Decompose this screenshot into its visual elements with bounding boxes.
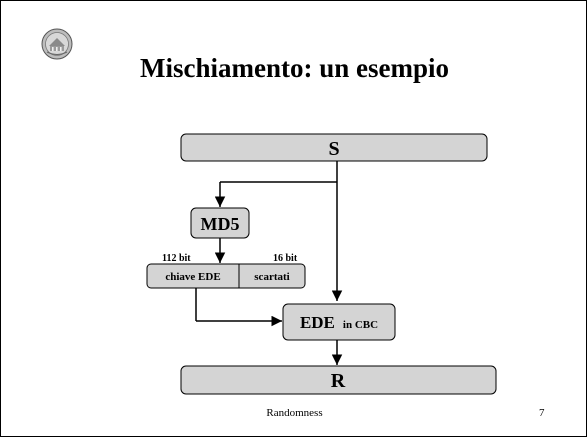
key-box-scartati: scartati bbox=[254, 271, 289, 283]
box-ede-label: EDE in CBC bbox=[300, 313, 378, 332]
page-number: 7 bbox=[539, 407, 545, 419]
slide-title: Mischiamento: un esempio bbox=[140, 53, 449, 83]
university-seal-icon bbox=[41, 28, 73, 60]
box-s-label: S bbox=[328, 138, 339, 160]
box-r: R bbox=[180, 365, 497, 395]
box-md5: MD5 bbox=[190, 207, 250, 239]
box-r-label: R bbox=[331, 370, 346, 392]
slide-footer: Randomness bbox=[266, 407, 323, 419]
label-112-bit: 112 bit bbox=[162, 253, 191, 264]
box-ede: EDE in CBC bbox=[282, 303, 396, 341]
connector-key-to-ede bbox=[195, 288, 282, 327]
box-ede-sub: in CBC bbox=[343, 319, 378, 331]
connector-s-to-md5 bbox=[214, 161, 338, 207]
key-box-chiave-ede: chiave EDE bbox=[165, 271, 220, 283]
box-ede-main: EDE bbox=[300, 313, 335, 332]
label-16-bit: 16 bit bbox=[273, 253, 298, 264]
box-md5-label: MD5 bbox=[201, 214, 240, 234]
box-s: S bbox=[180, 133, 488, 162]
key-box: chiave EDE scartati bbox=[146, 263, 306, 289]
